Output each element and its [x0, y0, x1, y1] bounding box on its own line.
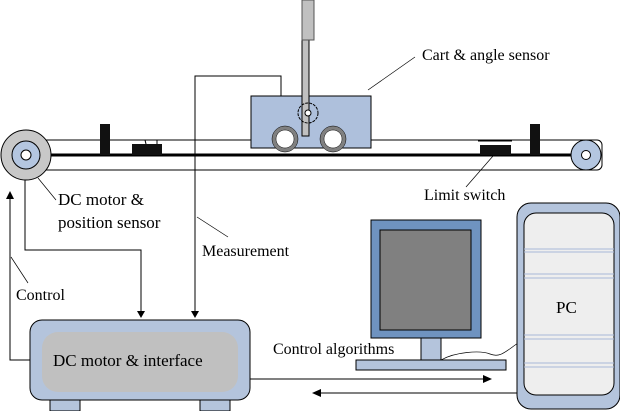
data-link-to-pc-arrowhead [483, 375, 492, 383]
limit-switch-leader-line [465, 155, 494, 188]
control-leader-line [10, 256, 29, 284]
monitor-cable [440, 342, 519, 361]
dc-motor-pulley [0, 129, 52, 181]
measurement-leader-line [196, 216, 229, 238]
limit-switch-left [132, 139, 162, 155]
position-arrowhead [137, 311, 145, 318]
monitor [355, 219, 507, 371]
end-stop-left [100, 124, 110, 155]
cart-leader-line [367, 56, 416, 91]
measurement-label: Measurement [202, 243, 290, 260]
cart [250, 95, 372, 153]
interface-label: DC motor & interface [53, 351, 203, 370]
pc-tower [516, 202, 620, 410]
interface-unit [29, 319, 251, 411]
dc-motor-label-line1: DC motor & [58, 190, 144, 209]
measurement-arrowhead [191, 311, 199, 318]
control-cable [9, 195, 30, 361]
limit-switch-label: Limit switch [424, 187, 505, 204]
algorithms-label: Control algorithms [273, 341, 394, 358]
measurement-cable [194, 75, 282, 312]
limit-switch-right [478, 140, 512, 155]
position-cable [24, 180, 142, 312]
pc-label: PC [556, 298, 577, 317]
end-stop-right [530, 124, 540, 155]
idler-pulley [570, 139, 602, 171]
cart-label: Cart & angle sensor [422, 47, 550, 64]
data-link-from-pc-arrowhead [312, 389, 321, 397]
pendulum [297, 0, 319, 137]
control-label: Control [16, 287, 65, 304]
control-arrowhead [6, 191, 14, 199]
dc-motor-label-line2: position sensor [58, 213, 161, 232]
dc-motor-leader-line [37, 177, 57, 201]
